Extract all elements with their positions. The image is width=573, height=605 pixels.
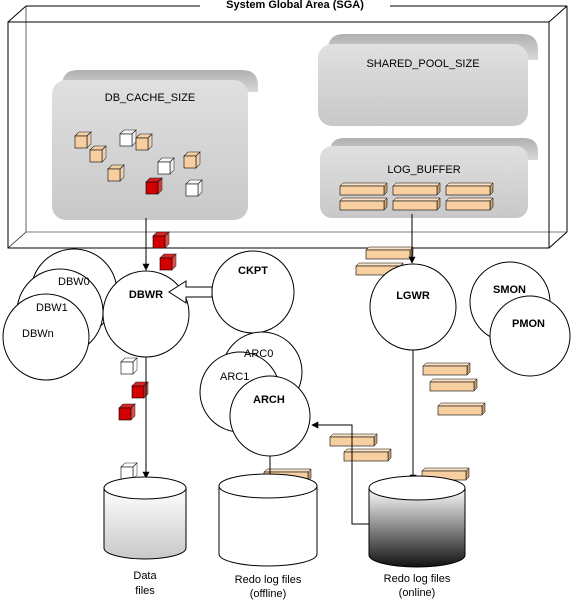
arc1-label: ARC1 <box>220 371 250 383</box>
lgwr-label: LGWR <box>396 290 430 302</box>
redo-entry-icon <box>422 362 471 376</box>
arch-label: ARCH <box>253 394 285 406</box>
cached-block-icon <box>183 151 201 169</box>
offline-redo-caption-line1: Redo log files <box>234 574 302 586</box>
cached-block-icon <box>89 145 107 163</box>
redo-entry-icon <box>339 182 388 196</box>
arch-circle <box>229 375 311 457</box>
dbw0-label: DBW0 <box>58 276 90 288</box>
cached-block-icon <box>74 131 92 149</box>
dbwn-label: DBWn <box>22 328 54 340</box>
online-redo-disk-cylinder-icon <box>368 475 466 568</box>
redo-entry-icon <box>445 182 494 196</box>
lgwr-circle <box>369 263 457 351</box>
offline-redo-caption: Redo log files (offline) <box>213 573 323 601</box>
clean-block-icon <box>120 357 138 375</box>
redo-entry-icon <box>392 197 441 211</box>
redo-entry-icon <box>429 378 478 392</box>
dbwn-circle <box>2 293 90 381</box>
offline-redo-disk-cylinder-icon <box>218 473 318 567</box>
sga-title: System Global Area (SGA) <box>200 0 390 11</box>
clean-block-icon <box>120 462 138 480</box>
online-redo-caption-line2: (online) <box>398 587 436 599</box>
data-files-caption-line1: Data <box>133 570 157 582</box>
redo-entry-icon <box>339 197 388 211</box>
redo-entry-icon <box>365 246 414 260</box>
dirty-block-icon <box>159 253 177 271</box>
clean-block-icon <box>185 179 203 197</box>
clean-block-icon <box>119 129 137 147</box>
dbwr-label: DBWR <box>128 289 164 301</box>
db-cache-size-label: DB_CACHE_SIZE <box>104 92 196 104</box>
pmon-circle <box>489 295 571 377</box>
offline-redo-caption-line2: (offline) <box>249 588 287 600</box>
shared-pool <box>318 34 538 126</box>
data-files-caption: Data files <box>110 569 180 599</box>
smon-label: SMON <box>493 284 526 296</box>
log-buffer-label: LOG_BUFFER <box>387 164 461 176</box>
redo-entry-icon <box>437 402 486 416</box>
cached-block-icon <box>107 164 125 182</box>
process-circles <box>2 248 571 457</box>
shared-pool-size-label: SHARED_POOL_SIZE <box>366 58 480 70</box>
pmon-label: PMON <box>512 318 545 330</box>
clean-block-icon <box>157 157 175 175</box>
dbwr-circle <box>102 270 190 358</box>
redo-entry-icon <box>421 467 470 481</box>
dirty-block-icon <box>131 381 149 399</box>
online-redo-caption-line1: Redo log files <box>383 573 451 585</box>
dbw1-label: DBW1 <box>36 302 68 314</box>
dirty-block-icon <box>152 231 170 249</box>
redo-entry-icon <box>445 197 494 211</box>
data-files-disk-cylinder-icon <box>103 476 187 560</box>
dirty-block-icon <box>145 177 163 195</box>
ckpt-label: CKPT <box>238 265 268 277</box>
ckpt-circle <box>211 250 295 334</box>
online-redo-caption: Redo log files (online) <box>362 572 472 600</box>
dirty-block-icon <box>118 403 136 421</box>
cached-block-icon <box>135 133 153 151</box>
redo-entry-icon <box>392 182 441 196</box>
redo-entry-icon <box>329 433 378 447</box>
data-files-caption-line2: files <box>135 585 155 597</box>
arc0-label: ARC0 <box>244 348 274 360</box>
redo-entry-icon <box>343 448 392 462</box>
ckpt-signal-arrow-icon <box>168 280 213 304</box>
